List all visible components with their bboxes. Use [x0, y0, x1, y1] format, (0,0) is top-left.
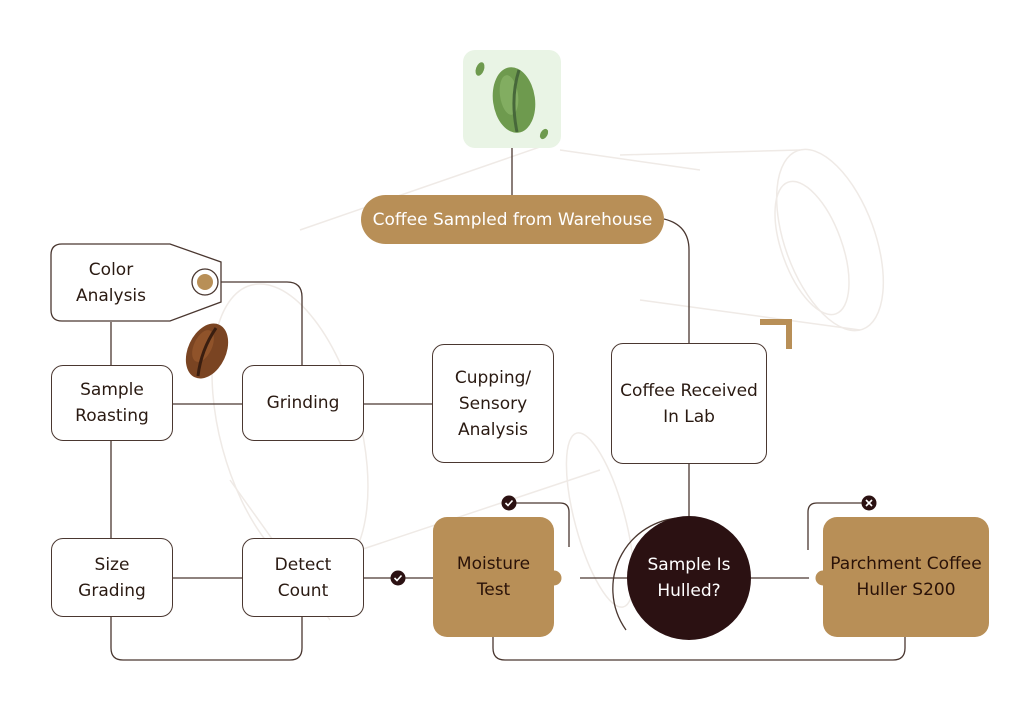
check-icon [390, 570, 406, 586]
node-label: Sample Roasting [75, 380, 149, 426]
node-label: Sample Is Hulled? [647, 555, 731, 601]
node-parchment-coffee-huller[interactable]: Parchment Coffee Huller S200 [823, 517, 989, 637]
node-sample-is-hulled[interactable]: Sample Is Hulled? [627, 516, 751, 640]
node-label: Cupping/ Sensory Analysis [454, 367, 532, 440]
corner-bracket-icon [760, 319, 792, 349]
node-color-analysis[interactable]: Color Analysis [51, 244, 171, 321]
node-grinding[interactable]: Grinding [242, 365, 364, 441]
check-icon [501, 495, 517, 511]
node-label: Parchment Coffee Huller S200 [830, 554, 982, 600]
node-size-grading[interactable]: Size Grading [51, 538, 173, 617]
node-label: Size Grading [78, 554, 146, 601]
green-bean-tile [463, 50, 561, 148]
color-analysis-tag [50, 243, 222, 322]
node-label: Detect Count [274, 554, 332, 601]
node-cupping-sensory-analysis[interactable]: Cupping/ Sensory Analysis [432, 344, 554, 463]
node-label: Color Analysis [75, 259, 147, 306]
node-label: Coffee Received In Lab [620, 380, 758, 427]
node-moisture-test[interactable]: Moisture Test [433, 517, 554, 637]
green-coffee-bean-icon [475, 62, 549, 140]
node-detect-count[interactable]: Detect Count [242, 538, 364, 617]
node-sample-roasting[interactable]: Sample Roasting [51, 365, 173, 441]
cross-icon [861, 495, 877, 511]
node-coffee-received-in-lab[interactable]: Coffee Received In Lab [611, 343, 767, 464]
node-coffee-sampled-from-warehouse[interactable]: Coffee Sampled from Warehouse [361, 195, 664, 244]
node-label: Grinding [266, 393, 340, 413]
node-label: Moisture Test [456, 554, 531, 600]
roasted-coffee-bean-icon [185, 323, 229, 379]
node-label: Coffee Sampled from Warehouse [372, 209, 653, 230]
